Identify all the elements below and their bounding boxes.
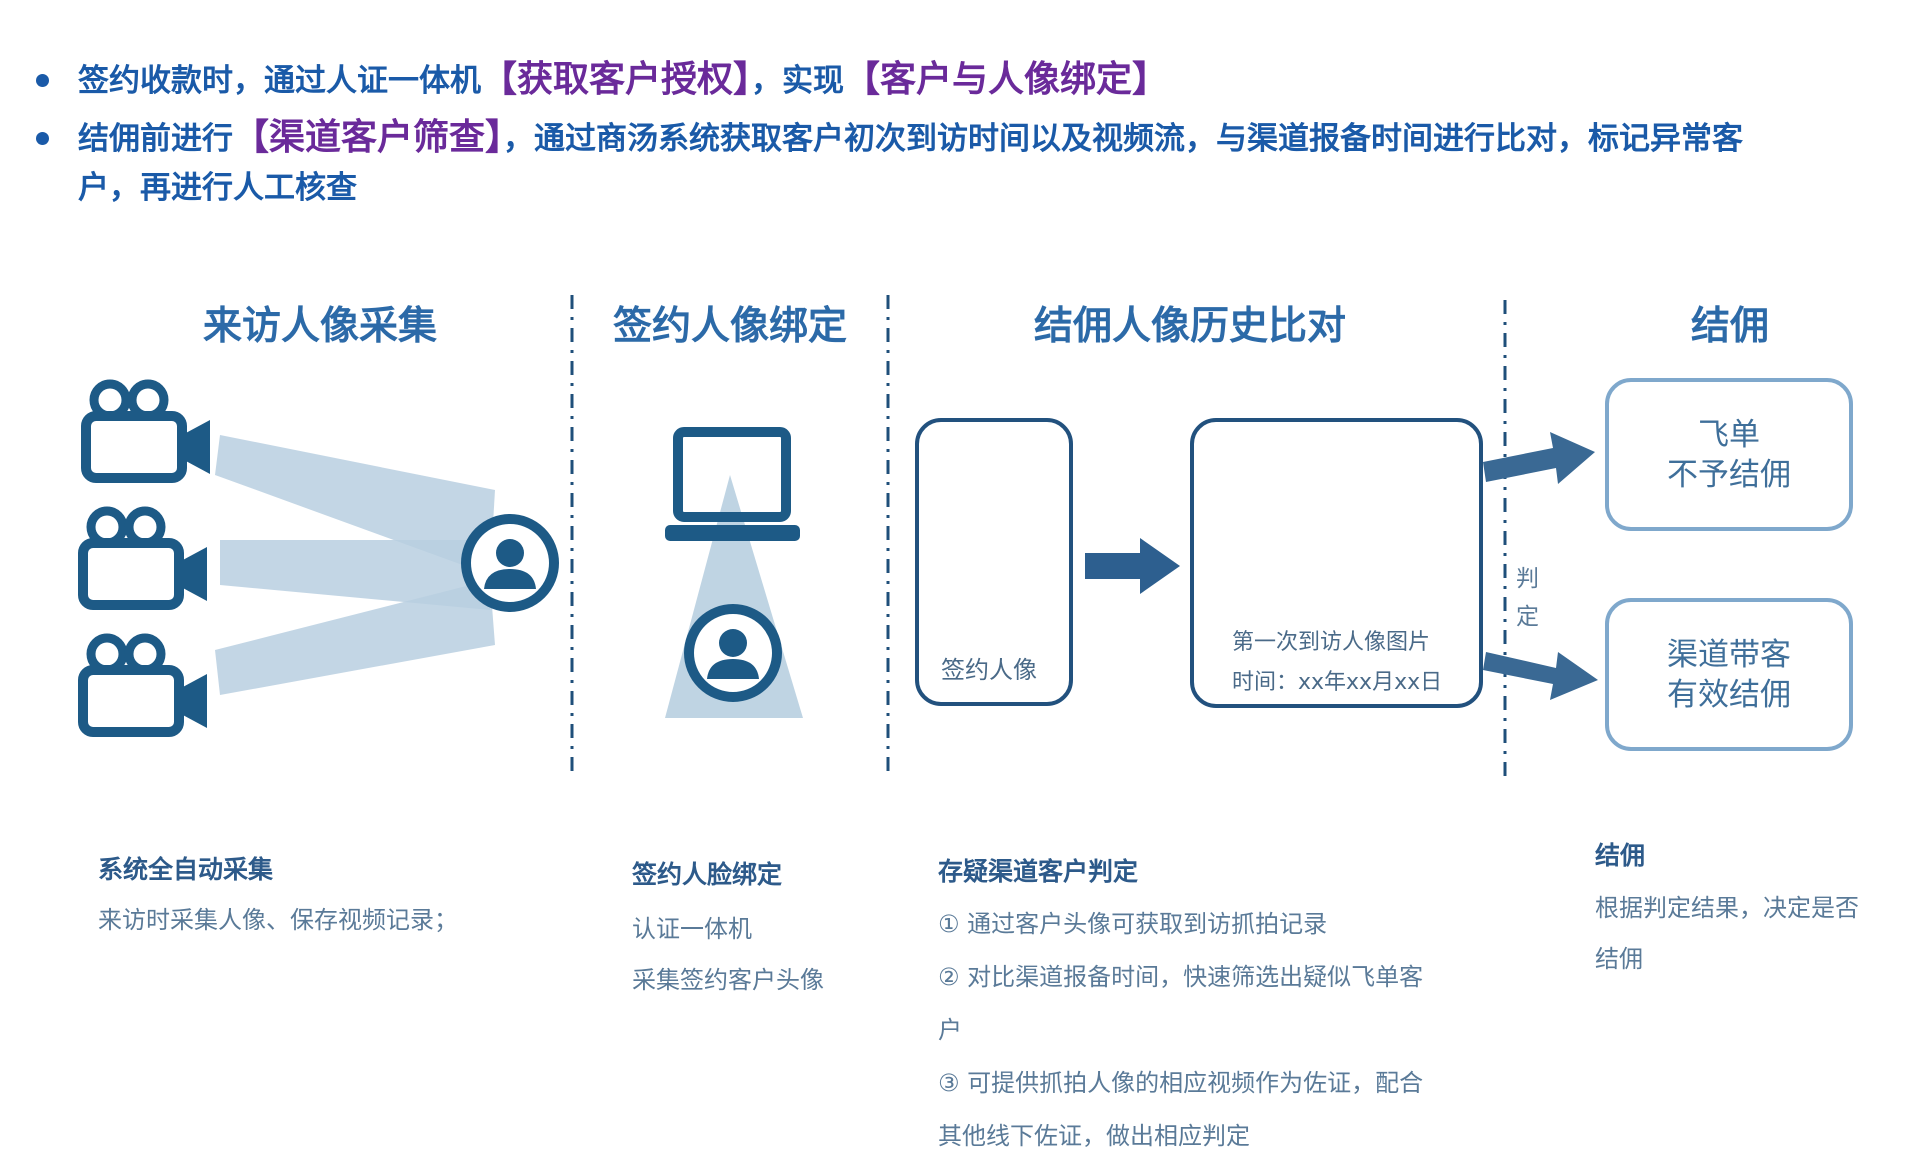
note-suspect-line-4: ③ 可提供抓拍人像的相应视频作为佐证，配合 — [938, 1069, 1424, 1097]
bullet-2-highlight: 【渠道客户筛查】 — [233, 117, 504, 158]
arrow-down-right-icon — [1483, 652, 1598, 700]
note-suspect-line-5: 其他线下佐证，做出相应判定 — [938, 1122, 1250, 1150]
note-suspect-title: 存疑渠道客户判定 — [938, 857, 1139, 886]
camera-icon — [83, 638, 207, 732]
arrow-up-right-icon — [1483, 432, 1595, 484]
bullet-2-text: 结佣前进行【渠道客户筛查】，通过商汤系统获取客户初次到访时间以及视频流，与渠道报… — [78, 113, 1743, 164]
column-heading-commission: 结佣 — [1690, 304, 1769, 349]
note-face-binding-line-2: 采集签约客户头像 — [632, 966, 824, 994]
bullet-1-part-b: ，实现 — [751, 63, 845, 99]
column-heading-history-compare: 结佣人像历史比对 — [1033, 304, 1346, 349]
note-suspect-line-2: ② 对比渠道报备时间，快速筛选出疑似飞单客 — [938, 963, 1424, 991]
person-avatar-icon — [689, 609, 777, 697]
bullet-1-part-a: 签约收款时，通过人证一体机 — [78, 63, 481, 99]
camera-beam-2 — [220, 540, 490, 610]
note-suspect-line-1: ① 通过客户头像可获取到访抓拍记录 — [938, 910, 1328, 938]
bullet-dot-icon — [36, 132, 49, 145]
first-visit-label: 第一次到访人像图片 — [1232, 630, 1431, 655]
result-valid-line2: 有效结佣 — [1667, 676, 1791, 713]
result-fly-order-box: 飞单 不予结佣 — [1605, 378, 1853, 531]
note-auto-capture: 系统全自动采集 来访时采集人像、保存视频记录； — [98, 850, 518, 935]
bullet-1-highlight-b: 【客户与人像绑定】 — [844, 59, 1169, 100]
bullet-1: 签约收款时，通过人证一体机【获取客户授权】，实现【客户与人像绑定】 — [36, 55, 1896, 107]
result-valid-line1: 渠道带客 — [1667, 636, 1791, 673]
note-face-binding: 签约人脸绑定 认证一体机 采集签约客户头像 — [632, 855, 892, 995]
arrow-right-icon — [1085, 538, 1180, 594]
note-face-binding-title: 签约人脸绑定 — [632, 860, 783, 889]
laptop-icon — [665, 427, 800, 541]
note-commission-line-2: 结佣 — [1595, 945, 1643, 973]
note-auto-capture-title: 系统全自动采集 — [98, 855, 274, 884]
column-heading-sign-binding: 签约人像绑定 — [612, 304, 847, 349]
judge-label: 判 定 — [1516, 560, 1546, 636]
sign-portrait-label: 签约人像 — [941, 656, 1037, 684]
bullet-2-part-b: ，通过商汤系统获取客户初次到访时间以及视频流，与渠道报备时间进行比对，标记异常客 — [503, 121, 1744, 157]
judge-label-char-1: 判 — [1516, 566, 1539, 592]
judge-label-char-2: 定 — [1516, 604, 1539, 630]
first-visit-time: 时间：xx年xx月xx日 — [1232, 670, 1443, 695]
note-commission-title: 结佣 — [1595, 841, 1646, 870]
bullet-2-line2: 户，再进行人工核查 — [78, 170, 357, 206]
result-fly-line1: 飞单 — [1698, 416, 1760, 453]
person-avatar-icon — [466, 519, 554, 607]
first-visit-box: 第一次到访人像图片 时间：xx年xx月xx日 — [1190, 418, 1483, 708]
result-fly-line2: 不予结佣 — [1667, 456, 1791, 493]
note-commission: 结佣 根据判定结果，决定是否 结佣 — [1595, 836, 1895, 974]
note-auto-capture-line: 来访时采集人像、保存视频记录； — [98, 906, 458, 934]
camera-icon — [86, 384, 210, 478]
bullet-1-highlight-a: 【获取客户授权】 — [481, 59, 752, 100]
bullet-2-part-a: 结佣前进行 — [78, 121, 233, 157]
result-valid-box: 渠道带客 有效结佣 — [1605, 598, 1853, 751]
sign-portrait-box: 签约人像 — [915, 418, 1073, 706]
column-heading-visit-capture: 来访人像采集 — [202, 304, 437, 349]
note-suspect-line-3: 户 — [938, 1016, 962, 1044]
note-commission-line-1: 根据判定结果，决定是否 — [1595, 894, 1859, 922]
camera-icon — [83, 511, 207, 605]
note-suspect-judgment: 存疑渠道客户判定 ① 通过客户头像可获取到访抓拍记录 ② 对比渠道报备时间，快速… — [938, 852, 1498, 1151]
bullet-dot-icon — [36, 74, 49, 87]
bullet-1-text: 签约收款时，通过人证一体机【获取客户授权】，实现【客户与人像绑定】 — [78, 55, 1168, 106]
note-face-binding-line-1: 认证一体机 — [632, 915, 752, 943]
bullet-2: 结佣前进行【渠道客户筛查】，通过商汤系统获取客户初次到访时间以及视频流，与渠道报… — [36, 113, 1906, 213]
camera-beam-3 — [215, 580, 495, 695]
